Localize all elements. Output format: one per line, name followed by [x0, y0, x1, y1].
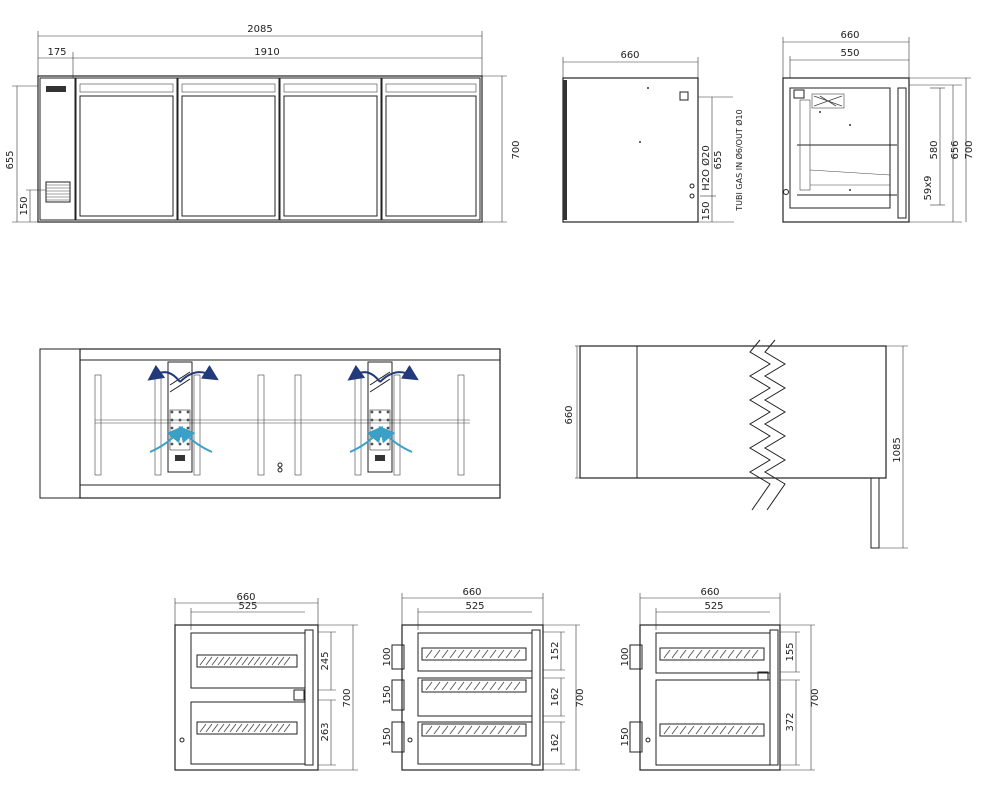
- config-a-inner: 525: [238, 601, 257, 612]
- front-left-section: 175: [47, 47, 66, 58]
- config-a-outer: 660: [236, 592, 255, 603]
- counter-section-view: 1085 660: [564, 339, 908, 549]
- side-height: 655: [713, 150, 724, 169]
- side-base: 150: [701, 201, 712, 220]
- config-c-d2: 372: [785, 712, 796, 731]
- config-c-outer: 660: [700, 587, 719, 598]
- config-b-three-drawers: 660 525 100 150 150 152 162: [382, 587, 586, 771]
- counter-height: 1085: [892, 437, 903, 462]
- right-fan-unit: [347, 361, 419, 473]
- config-a-h-bottom: 263: [320, 722, 331, 741]
- front-view: 2085 175 1910: [5, 24, 522, 223]
- config-a-vent-bottom: [199, 723, 291, 733]
- config-a-h-top: 245: [320, 651, 331, 670]
- config-b-d1: 152: [550, 641, 561, 660]
- side-gas-connections: TUBI GAS IN Ø6/OUT Ø10: [734, 109, 744, 211]
- config-b-outer: 660: [462, 587, 481, 598]
- config-a-total: 700: [342, 688, 353, 707]
- open-outer-depth: 660: [840, 30, 859, 41]
- open-side-view: 660 550 580 656 700 59: [782, 30, 975, 223]
- left-fan-unit: [147, 361, 219, 473]
- top-section-view: [39, 348, 501, 499]
- config-b-s2: 150: [382, 685, 393, 704]
- config-c-d1: 155: [785, 642, 796, 661]
- open-h1: 580: [929, 140, 940, 159]
- open-fan-unit: [811, 93, 845, 109]
- open-slot: 59x9: [923, 175, 934, 200]
- open-inner-depth: 550: [840, 48, 859, 59]
- front-door-section: 1910: [254, 47, 279, 58]
- counter-depth: 660: [564, 405, 575, 424]
- config-c-drawer-and-door: 660 525 100 150 155 372 700: [620, 587, 821, 771]
- config-b-total: 700: [575, 688, 586, 707]
- config-c-s2: 150: [620, 727, 631, 746]
- open-h3: 700: [964, 140, 975, 159]
- side-view: 660 H2O Ø20 655 150 TUBI GAS IN Ø6/OUT Ø…: [562, 50, 744, 223]
- config-c-s1: 100: [620, 647, 631, 666]
- config-b-inner: 525: [465, 601, 484, 612]
- side-depth: 660: [620, 50, 639, 61]
- config-c-inner: 525: [704, 601, 723, 612]
- side-water: H2O Ø20: [700, 145, 712, 191]
- open-h2: 656: [950, 140, 961, 159]
- front-total-width: 2085: [247, 24, 272, 35]
- front-vent-grill: [45, 181, 71, 203]
- config-b-d3: 162: [550, 733, 561, 752]
- config-b-d2: 162: [550, 687, 561, 706]
- config-b-s3: 150: [382, 727, 393, 746]
- front-height-right: 700: [511, 140, 522, 159]
- front-height-left: 655: [5, 150, 16, 169]
- config-c-total: 700: [810, 688, 821, 707]
- config-a-vent-top: [199, 656, 291, 666]
- config-b-s1: 100: [382, 647, 393, 666]
- section-posts: [94, 374, 470, 476]
- front-base-height: 150: [19, 196, 30, 215]
- config-a-two-drawers: 660 525 245 263 700: [174, 592, 358, 771]
- front-doors: [75, 77, 481, 221]
- config-c-vents: [663, 649, 759, 735]
- config-b-vents: [425, 649, 521, 735]
